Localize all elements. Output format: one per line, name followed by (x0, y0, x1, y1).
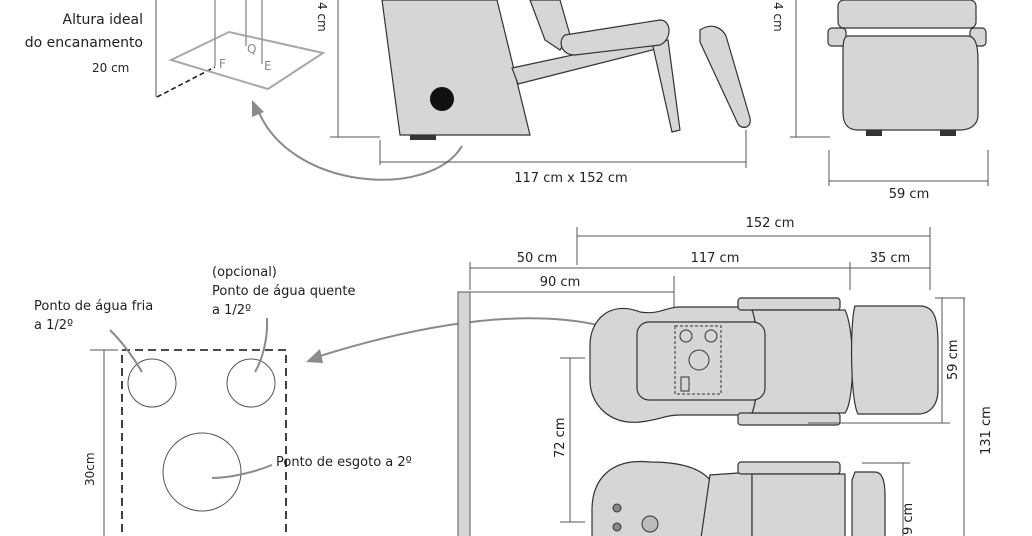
total-width-label: 131 cm (979, 406, 994, 455)
chair-length-label: 117 cm (691, 251, 740, 266)
basin (636, 321, 766, 401)
cold-water-size: a 1/2º (34, 318, 73, 333)
side-height-label: 4 cm (315, 2, 329, 32)
top-view: 152 cm 50 cm 117 cm 35 cm 90 cm 59 cm 13… (457, 216, 994, 536)
point-q: Q (247, 42, 256, 56)
cold-water-point (127, 358, 177, 408)
plumbing-title-1: Altura ideal (63, 12, 143, 28)
wall (457, 291, 471, 536)
drain-point (162, 432, 242, 512)
drain-label: Ponto de esgoto a 2º (276, 455, 412, 470)
arrow-head-icon (252, 100, 264, 117)
total-length-label: 152 cm (746, 216, 795, 231)
hot-water-size: a 1/2º (212, 303, 251, 318)
drain-hole (430, 87, 454, 111)
dashed-height-line (156, 66, 216, 98)
floor-box (121, 349, 287, 536)
floor-side-label: 30cm (83, 452, 97, 486)
hot-water-optional: (opcional) (212, 265, 277, 280)
arrow-head-icon (306, 349, 323, 363)
hot-water-label: Ponto de água quente (212, 284, 356, 299)
floor-plane (168, 30, 326, 91)
chair-base (381, 0, 531, 136)
floor-plan: (opcional) Ponto de água quente a 1/2º P… (34, 265, 671, 536)
cold-water-label: Ponto de água fria (34, 299, 153, 314)
side-length-label: 117 cm x 152 cm (514, 171, 627, 186)
point-f: F (219, 57, 226, 71)
plumbing-height-label: 20 cm (92, 61, 129, 75)
side-view: 4 cm 117 cm x 152 cm (315, 0, 751, 186)
to-drain-label: 90 cm (540, 275, 581, 290)
second-width-label: 9 cm (901, 503, 916, 535)
front-view: 4 cm 59 cm (771, 0, 989, 202)
footrest-label: 35 cm (870, 251, 911, 266)
plumbing-iso-view: Altura ideal do encanamento 20 cm F Q E (25, 0, 463, 181)
front-width-label: 59 cm (889, 187, 930, 202)
chair-width-label: 59 cm (946, 340, 961, 381)
point-e: E (264, 59, 272, 73)
hot-water-point (226, 358, 276, 408)
front-height-label: 4 cm (771, 2, 785, 32)
spacing-label: 72 cm (553, 418, 568, 459)
plumbing-title-2: do encanamento (25, 35, 143, 51)
wall-gap-label: 50 cm (517, 251, 558, 266)
